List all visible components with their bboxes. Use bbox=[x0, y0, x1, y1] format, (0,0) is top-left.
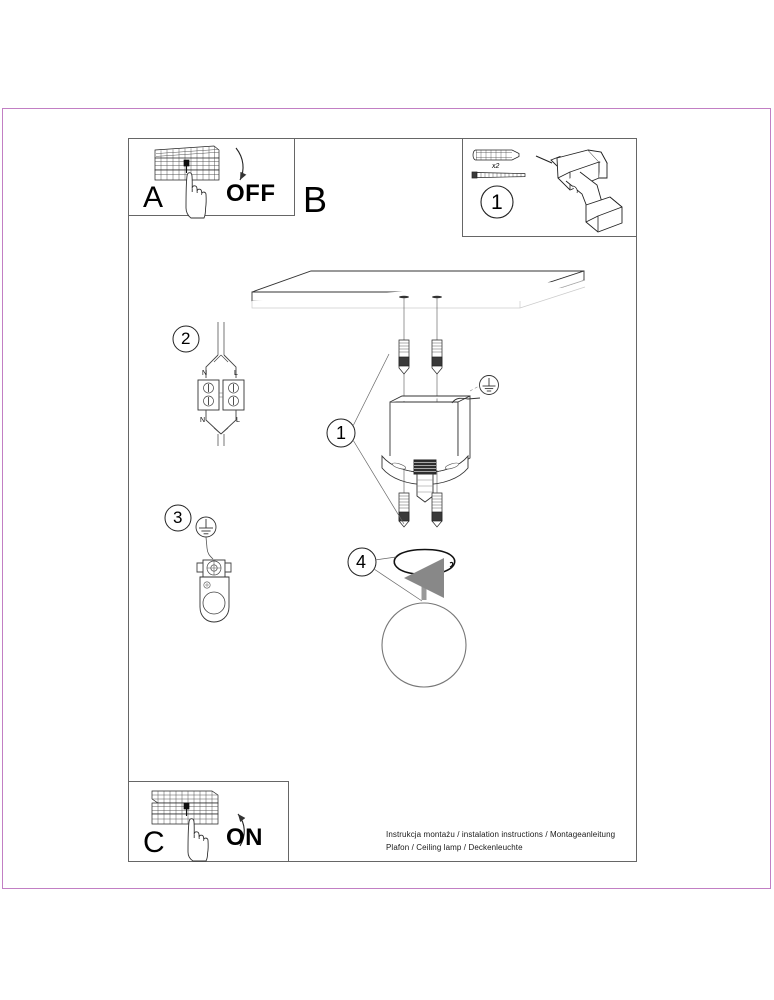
panel-a-letter: A bbox=[143, 181, 164, 214]
hardware-step-number: 1 bbox=[491, 191, 503, 214]
terminal-label-bottom-l: L bbox=[236, 417, 240, 424]
hardware-quantity-label: x2 bbox=[492, 163, 500, 170]
caption-line-1: Instrukcja montażu / instalation instruc… bbox=[386, 830, 616, 839]
panel-b-letter: B bbox=[303, 179, 328, 220]
panel-c-letter: C bbox=[143, 826, 165, 859]
power-off-label: OFF bbox=[226, 180, 276, 207]
caption-line-2: Plafon / Ceiling lamp / Deckenleuchte bbox=[386, 843, 523, 852]
step-1-number: 1 bbox=[336, 423, 347, 443]
terminal-label-bottom-n: N bbox=[200, 417, 206, 424]
instruction-sheet-frame bbox=[128, 138, 637, 862]
power-on-label: ON bbox=[226, 824, 263, 851]
terminal-label-top-n: N bbox=[202, 370, 208, 377]
terminal-label-top-l: L bbox=[234, 370, 238, 377]
step-2-number: 2 bbox=[181, 329, 191, 348]
step-4-number: 4 bbox=[356, 552, 367, 572]
step-3-number: 3 bbox=[173, 508, 183, 527]
